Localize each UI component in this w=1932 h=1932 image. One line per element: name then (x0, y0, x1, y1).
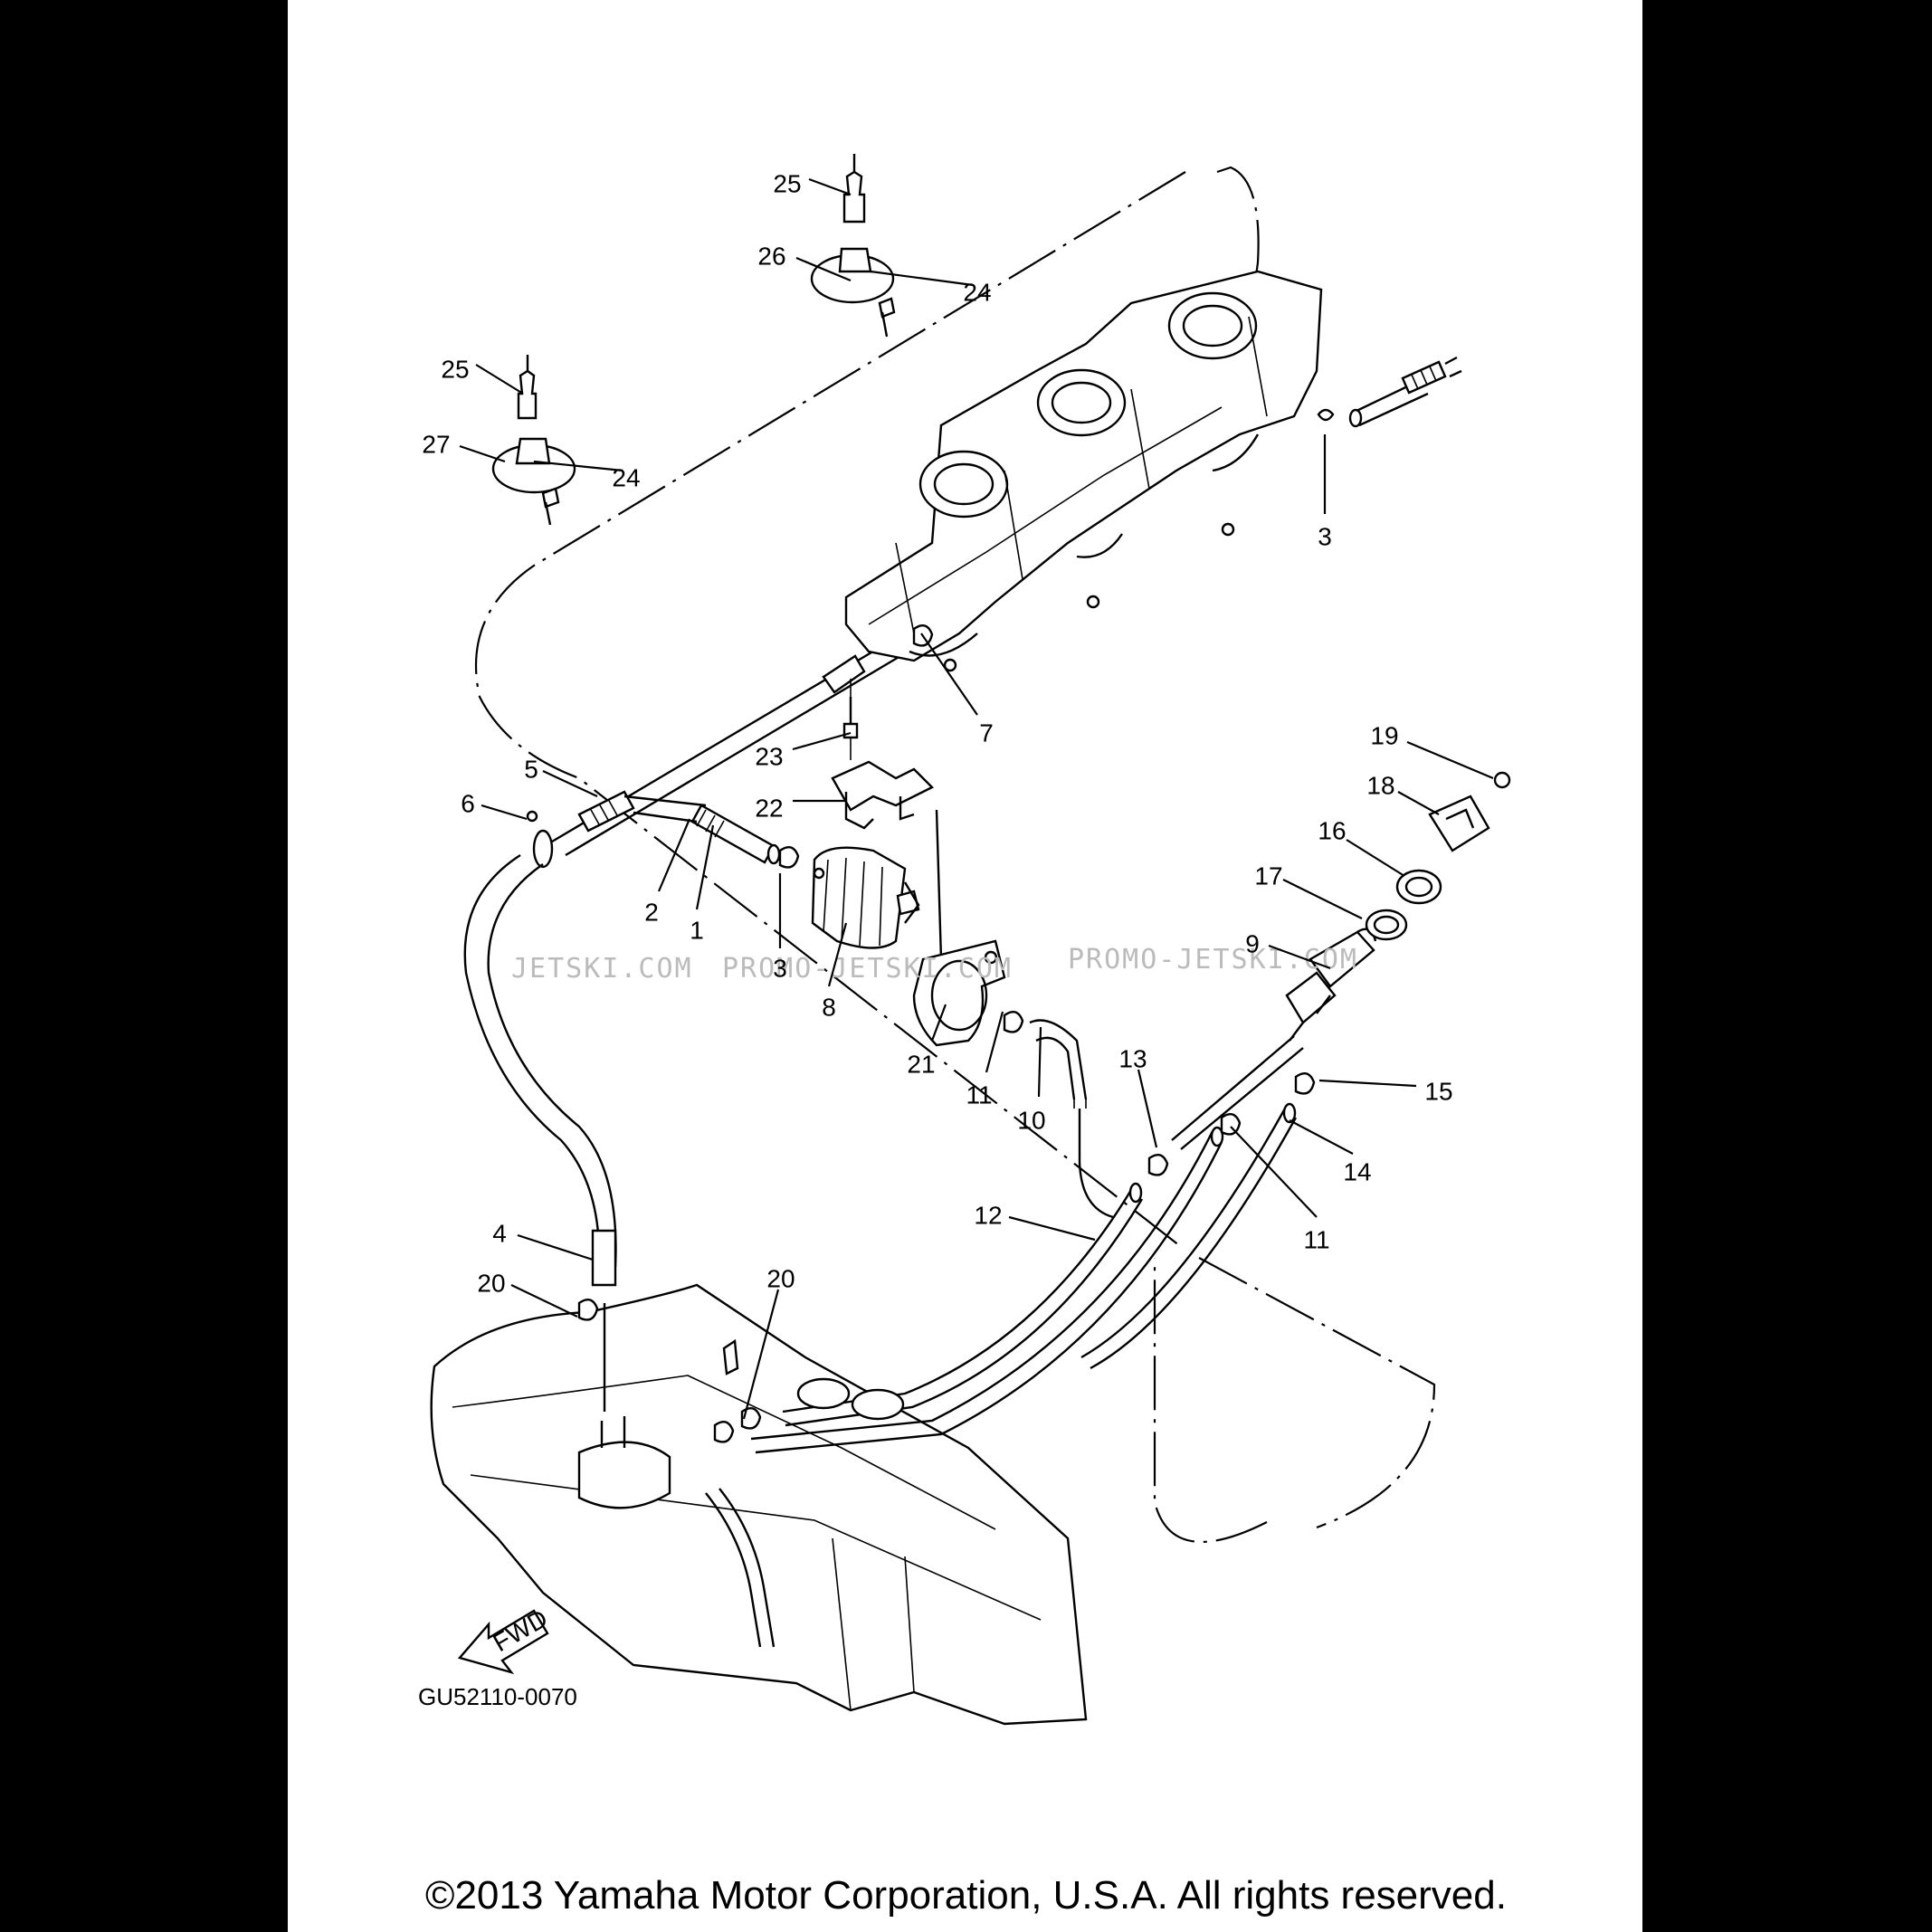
callout-label-24: 24 (963, 278, 991, 306)
callout-label-27: 27 (422, 430, 450, 458)
callout-label-7: 7 (979, 719, 994, 747)
callout-label-16: 16 (1318, 816, 1346, 844)
check-valve (1285, 928, 1377, 1042)
callout-label-23: 23 (755, 742, 783, 770)
callout-leader-11 (1230, 1126, 1318, 1218)
callout-leader-17 (1282, 879, 1363, 919)
callout-label-4: 4 (492, 1219, 507, 1247)
fuel-hose-left (463, 853, 617, 1268)
callout-leader-2 (657, 818, 691, 892)
bracket-bolt (842, 679, 859, 760)
copyright-notice: ©2013 Yamaha Motor Corporation, U.S.A. A… (425, 1873, 1507, 1918)
diagram-code: GU52110-0070 (418, 1683, 577, 1710)
callout-leader-8 (827, 922, 848, 987)
callout-leader-21 (930, 1004, 947, 1042)
callout-leader-27 (459, 444, 506, 463)
callout-label-10: 10 (1017, 1106, 1045, 1134)
callout-label-26: 26 (757, 242, 785, 270)
callout-leader-18 (1397, 791, 1440, 815)
callout-leader-24 (870, 270, 974, 287)
callout-leader-12 (1008, 1215, 1096, 1242)
fuel-tank (430, 1283, 1088, 1726)
callout-label-18: 18 (1366, 771, 1394, 799)
fuel-filter (811, 846, 920, 949)
carburetor-assembly (844, 270, 1323, 672)
callout-leader-25 (808, 177, 852, 196)
callout-leader-16 (1346, 839, 1405, 877)
watermark-text: PROMO-JETSKI.COM (722, 953, 1013, 985)
callout-label-3: 3 (773, 954, 787, 982)
hose-end-sleeve (822, 654, 866, 694)
callout-label-8: 8 (822, 993, 836, 1021)
callout-label-3: 3 (1318, 522, 1332, 550)
callout-leader-24 (533, 460, 623, 472)
callout-leader-25 (475, 364, 524, 395)
callout-leader-4 (517, 1233, 594, 1261)
callout-leader-19 (1406, 740, 1494, 780)
fuel-connector-assembly (526, 790, 781, 869)
tank-hoses (750, 1035, 1316, 1454)
right-hose-fitting (1317, 356, 1462, 428)
callout-label-2: 2 (644, 898, 659, 926)
callout-leader-26 (795, 256, 852, 282)
callout-leader-15 (1318, 1079, 1417, 1088)
hose-clamps (778, 623, 1024, 1033)
callout-leader-20 (510, 1284, 578, 1318)
callout-label-21: 21 (907, 1050, 935, 1078)
watermark-text: PROMO-JETSKI.COM (1068, 944, 1358, 976)
callout-label-9: 9 (1245, 929, 1260, 957)
callout-label-11: 11 (966, 1080, 992, 1109)
hose-stub-4 (591, 1229, 617, 1287)
callout-label-6: 6 (461, 789, 475, 817)
callout-label-13: 13 (1118, 1044, 1147, 1072)
callout-leader-7 (920, 633, 978, 716)
callout-leader-9 (1268, 944, 1331, 970)
callout-label-15: 15 (1424, 1077, 1452, 1105)
callout-label-19: 19 (1370, 721, 1398, 749)
watermark-text: JETSKI.COM (511, 953, 693, 985)
tie-clip-lower (491, 355, 576, 526)
callout-leader-10 (1037, 1026, 1042, 1098)
routing-outline (474, 166, 1436, 1544)
tie-clip-upper (810, 154, 896, 338)
callout-leader-5 (542, 770, 598, 797)
callout-leader-13 (1137, 1069, 1158, 1148)
callout-label-25: 25 (773, 169, 801, 197)
callout-leader-1 (695, 824, 715, 910)
callout-label-1: 1 (690, 916, 704, 944)
callout-label-14: 14 (1343, 1157, 1371, 1185)
callout-leader-6 (481, 804, 528, 821)
callout-leader-14 (1289, 1119, 1354, 1155)
fwd-arrow: FWD (457, 1604, 552, 1675)
callout-label-11: 11 (1303, 1225, 1329, 1253)
callout-label-25: 25 (441, 355, 469, 383)
filter-bracket (831, 760, 1006, 1047)
callout-label-12: 12 (974, 1201, 1002, 1229)
callout-leader-20 (742, 1289, 780, 1420)
callout-leader-23 (792, 731, 852, 751)
callout-label-20: 20 (766, 1264, 795, 1292)
vent-cap-parts (1365, 771, 1511, 941)
callout-label-17: 17 (1254, 861, 1282, 890)
callout-leader-11 (985, 1011, 1004, 1073)
callout-label-24: 24 (612, 463, 640, 491)
callout-label-20: 20 (477, 1269, 505, 1297)
callout-label-22: 22 (755, 794, 783, 822)
callout-label-5: 5 (524, 755, 538, 783)
